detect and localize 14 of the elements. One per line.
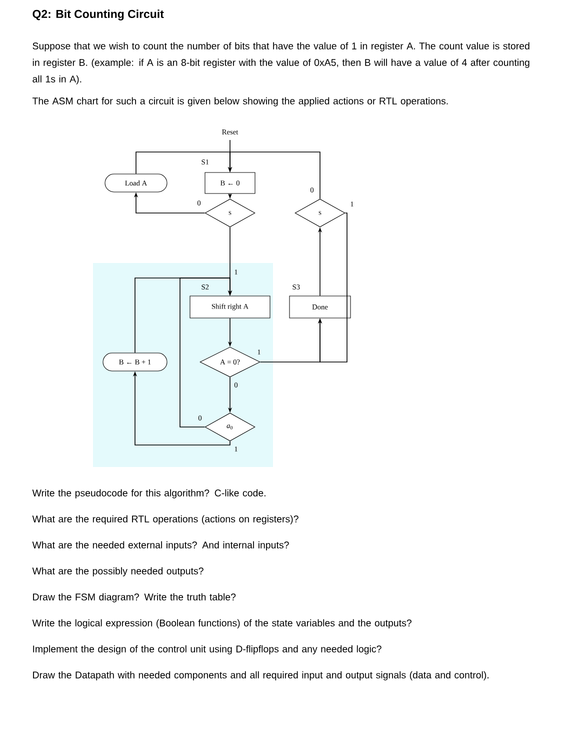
question-text: Write the pseudocode for this algorithm? C-like code.	[32, 489, 266, 498]
question-text: What are the required RTL operations (actions on registers)?	[32, 515, 298, 524]
question-text: Draw the Datapath with needed components and all required input and output signals (data and control).	[33, 671, 488, 680]
question-text: What are the possibly needed outputs?	[32, 567, 204, 576]
heading: Q2: Bit Counting Circuit	[32, 10, 164, 20]
question-text: Implement the design of the control unit using D-flipflops and any needed logic?	[33, 645, 382, 654]
question-text: Draw the FSM diagram? Write the truth table?	[33, 593, 236, 602]
question-text: Write the logical expression (Boolean functions) of the state variables and the outputs?	[32, 619, 412, 628]
paragraph: The ASM chart for such a circuit is given below showing the applied actions or RTL operations.	[32, 97, 448, 106]
arrow	[136, 152, 232, 174]
question-text: What are the needed external inputs? And internal inputs?	[32, 541, 289, 550]
paragraph: Suppose that we wish to count the number of bits that have the value of 1 in register A. The count value is stored in register B. (example: if A is an 8-bit register with the value of 0xA5, then B will have a value of 4 after counting all 1s in A).	[32, 42, 530, 84]
arrow	[318, 212, 348, 362]
arrow	[134, 278, 232, 354]
